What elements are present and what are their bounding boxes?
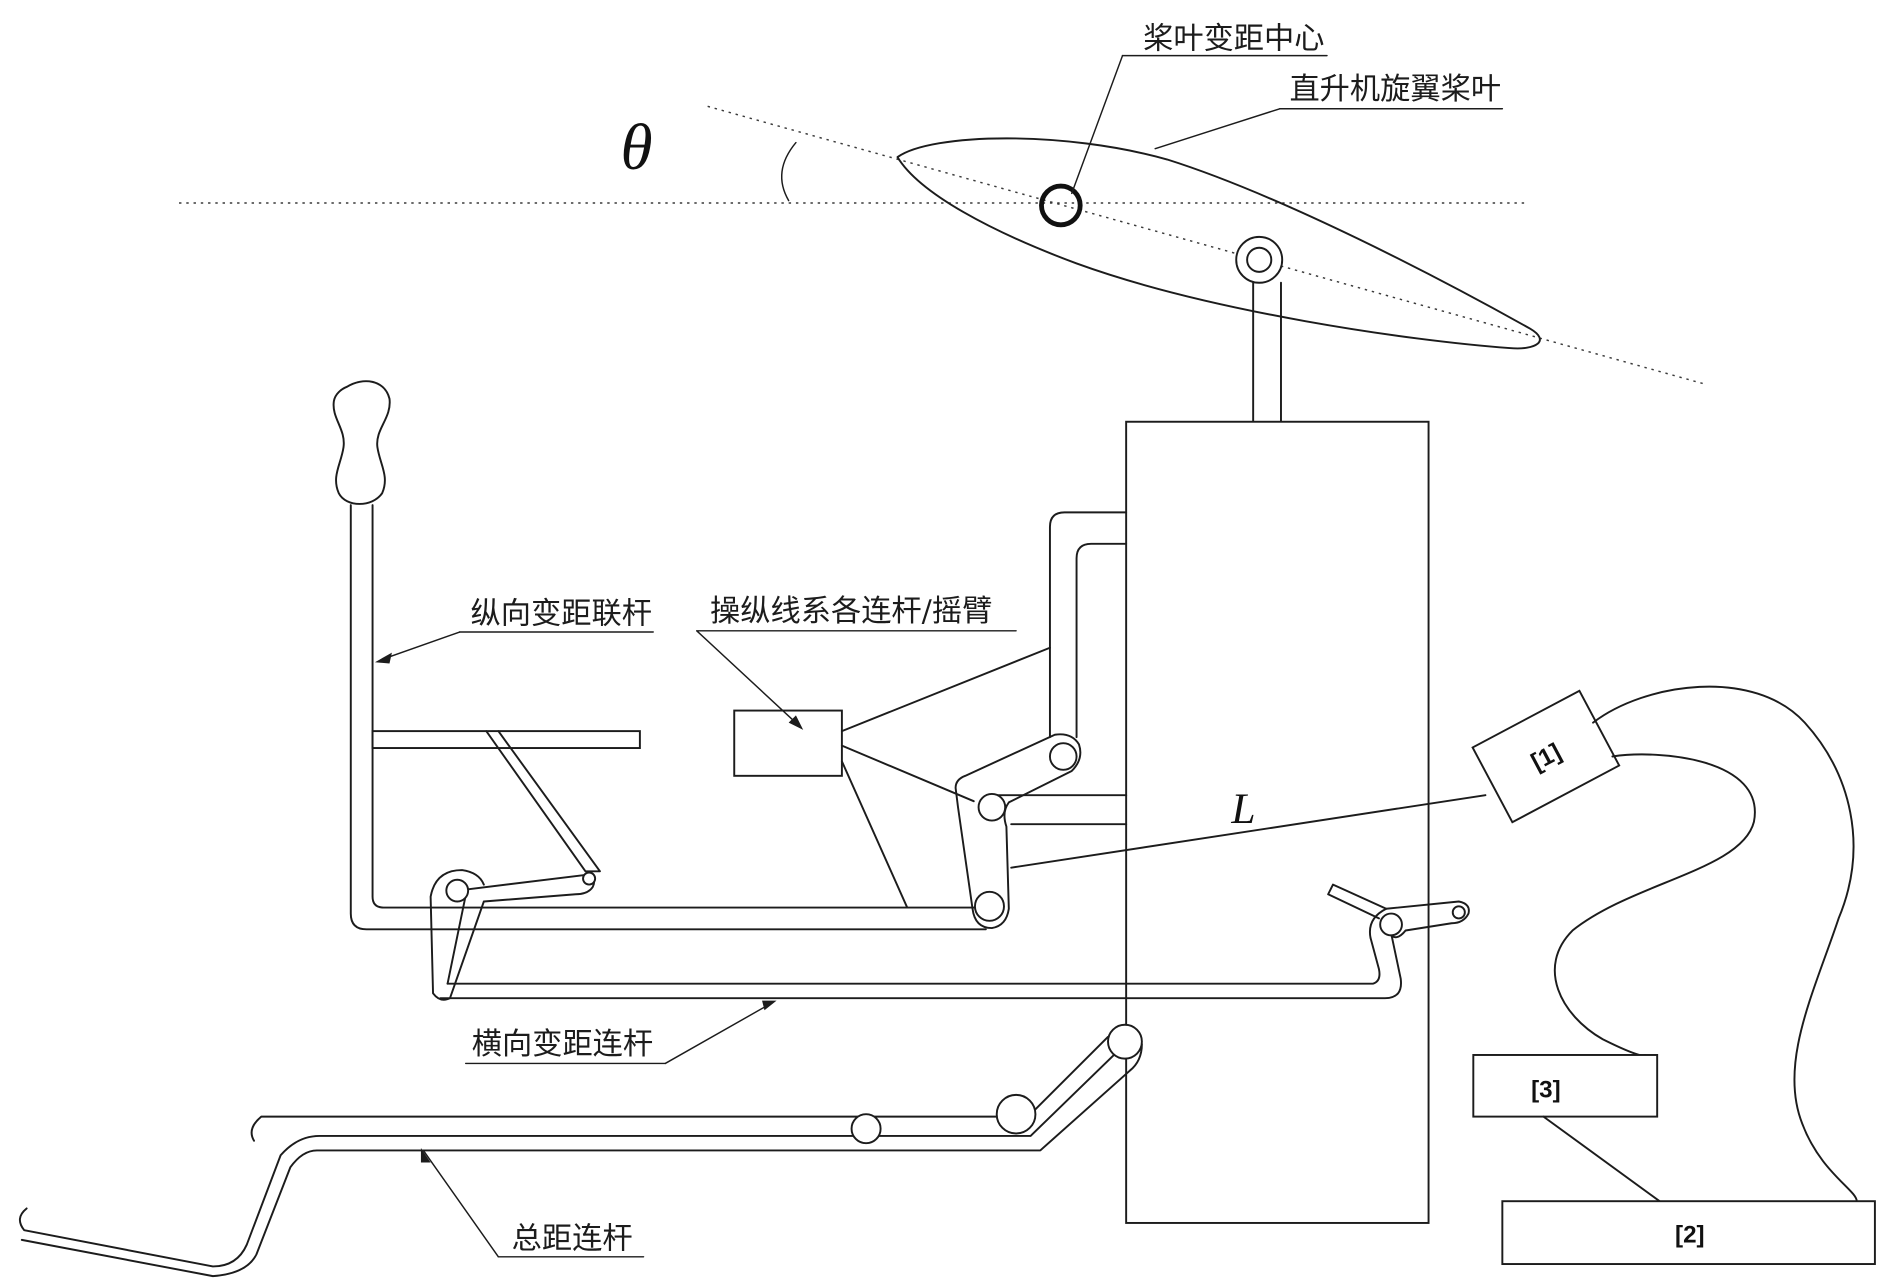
- collective-pivot-housing: [1108, 1025, 1142, 1059]
- lateral-link-label: 横向变距连杆: [472, 1027, 653, 1062]
- bellcrank-pivot-middle: [979, 794, 1006, 821]
- control-box-link-2: [842, 746, 974, 802]
- device-2-label: [2]: [1675, 1221, 1705, 1248]
- mechanism-housing: [1126, 422, 1428, 1223]
- cyclic-stick-shaft-inner: [373, 505, 980, 907]
- blade-chord-line: [708, 106, 1706, 384]
- rotor-blade-label: 直升机旋翼桨叶: [1289, 72, 1501, 107]
- longitudinal-bar: [373, 731, 640, 748]
- lateral-pivot-left: [446, 880, 468, 902]
- lateral-pivot-right: [1380, 914, 1402, 936]
- rotor-blade-callout-leader: [1155, 109, 1280, 149]
- collective-pivot-small: [852, 1114, 881, 1143]
- device-1: [1]: [1473, 691, 1620, 822]
- control-links-label: 操纵线系各连杆/摇臂: [710, 594, 992, 629]
- pitch-horn-pivot-inner: [1247, 248, 1271, 272]
- collective-callout-leader: [423, 1150, 498, 1256]
- longitudinal-callout-arrowhead: [375, 653, 392, 664]
- length-symbol: L: [1230, 785, 1255, 833]
- cable-device1-outer: [1593, 687, 1857, 1202]
- cyclic-stick-grip: [334, 381, 390, 504]
- rotor-blade-outline: [898, 138, 1540, 348]
- lateral-pivot-right-small: [1453, 906, 1465, 918]
- cable-device1-inner: [1555, 754, 1755, 1055]
- pitch-center-label: 桨叶变距中心: [1143, 21, 1324, 56]
- lateral-pivot-right-end: [583, 873, 595, 885]
- control-box-link-3: [842, 761, 907, 907]
- lateral-callout-arrowhead: [762, 1001, 777, 1011]
- collective-lever-inner: [252, 1037, 1108, 1141]
- pitch-angle-arc: [782, 143, 796, 201]
- longitudinal-link-label: 纵向变距联杆: [471, 597, 652, 632]
- collective-pivot-large: [997, 1095, 1036, 1134]
- cyclic-stick-shaft: [351, 505, 986, 929]
- pitch-center-callout-leader: [1072, 56, 1123, 194]
- upper-linkage-rod: [1050, 512, 1126, 737]
- lateral-callout-leader: [665, 1003, 771, 1063]
- bellcrank-pivot-upper: [1050, 743, 1077, 770]
- device-3-box: [1473, 1055, 1657, 1117]
- device-3-to-2-connector: [1543, 1117, 1659, 1202]
- device-3-label: [3]: [1531, 1076, 1561, 1103]
- pitch-center-marker: [1041, 186, 1080, 225]
- collective-link-label: 总距连杆: [512, 1221, 633, 1256]
- control-box-link-1: [842, 648, 1050, 731]
- longitudinal-callout-leader: [381, 632, 460, 660]
- longitudinal-strut: [486, 731, 600, 871]
- control-links-box: [734, 711, 842, 776]
- pitch-angle-symbol: θ: [621, 112, 653, 184]
- bellcrank-pivot-lower: [975, 892, 1004, 921]
